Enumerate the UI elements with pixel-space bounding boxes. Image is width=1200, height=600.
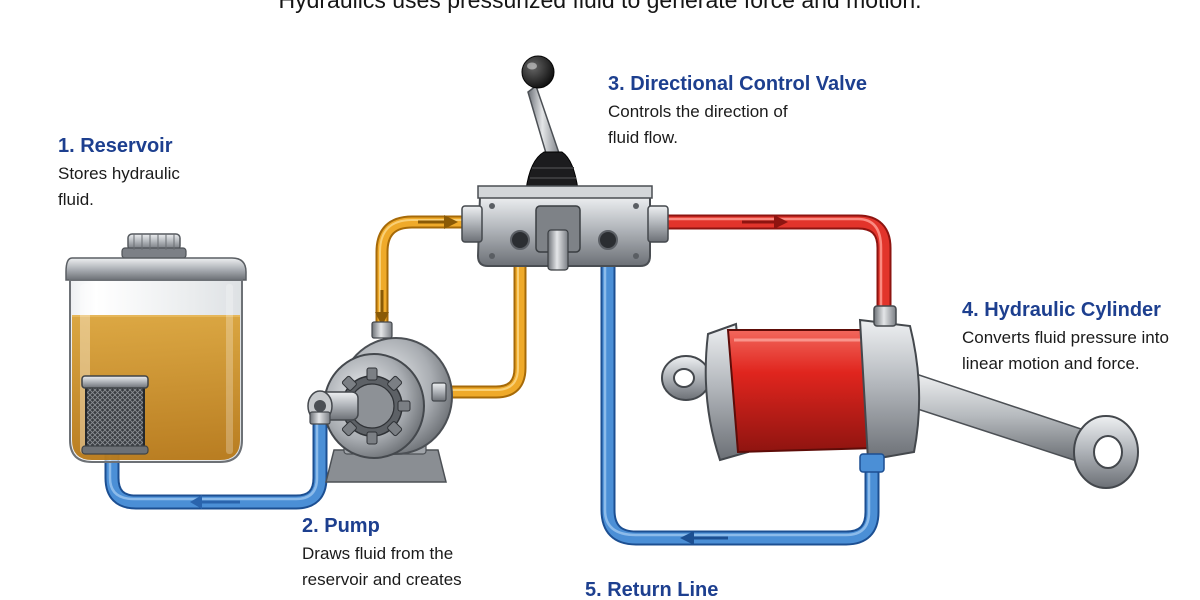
reservoir-description: Stores hydraulic fluid. <box>58 164 180 209</box>
valve-title: 3. Directional Control Valve <box>608 73 867 95</box>
pressure-line-pump-to-valve <box>375 215 473 329</box>
valve-description: Controls the direction of fluid flow. <box>608 102 788 147</box>
filter-strainer-icon <box>81 375 149 455</box>
reservoir-tank-icon <box>65 233 247 463</box>
flow-arrow-icon <box>375 290 389 326</box>
valve-label: 3. Directional Control Valve Controls th… <box>608 72 908 151</box>
return-line-title: 5. Return Line <box>585 579 719 600</box>
flow-arrows <box>190 215 788 545</box>
header-title: Hydraulics uses pressurized fluid to gen… <box>278 0 922 13</box>
cylinder-title: 4. Hydraulic Cylinder <box>962 299 1161 321</box>
cylinder-label: 4. Hydraulic Cylinder Converts fluid pre… <box>962 298 1187 377</box>
flow-arrow-icon <box>190 495 240 509</box>
pump-description: Draws fluid from the reservoir and creat… <box>302 544 462 589</box>
pump-label: 2. Pump Draws fluid from the reservoir a… <box>302 514 512 593</box>
flow-arrow-icon <box>418 215 458 229</box>
cylinder-description: Converts fluid pressure into linear moti… <box>962 328 1169 373</box>
pump-title: 2. Pump <box>302 515 380 537</box>
control-lever-icon <box>521 55 579 191</box>
reservoir-label: 1. Reservoir Stores hydraulic fluid. <box>58 134 258 213</box>
hydraulic-cylinder-icon <box>661 305 1139 489</box>
gear-pump-icon <box>307 321 453 483</box>
flow-arrow-icon <box>742 215 788 229</box>
flow-arrow-icon <box>680 531 728 545</box>
directional-valve-icon <box>461 55 669 271</box>
pressure-line-pump-outlet <box>433 255 527 399</box>
piston-rod-icon <box>895 369 1139 489</box>
reservoir-title: 1. Reservoir <box>58 135 173 157</box>
return-line-label: 5. Return Line <box>585 578 805 600</box>
return-line <box>600 236 880 546</box>
